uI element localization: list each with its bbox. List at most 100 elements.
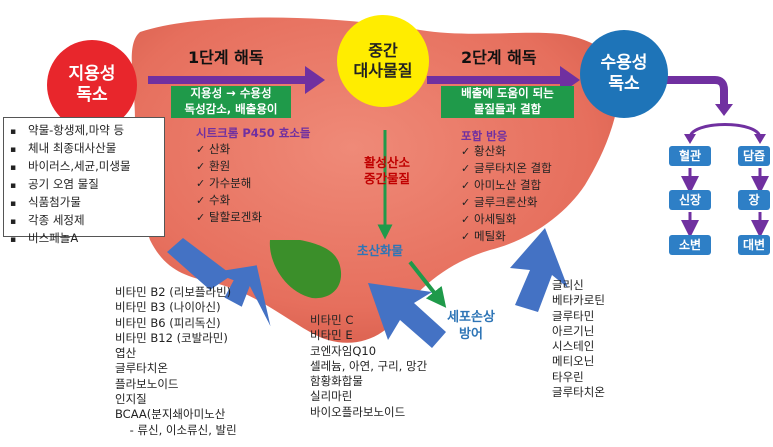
phase1-nutrient-item: BCAA(분지쇄아미노산 <box>115 407 226 422</box>
phase1-reaction-text: 수화 <box>209 193 231 207</box>
phase2-nutrient-item: 시스테인 <box>552 339 595 354</box>
toxin-source-item: ▪ 약물-항생제,마약 등 <box>10 122 131 140</box>
phase1-reaction-item: ✓산화 <box>196 141 262 158</box>
toxin-source-text: 바이러스,세균,미생물 <box>28 159 131 173</box>
excretion-bile: 담즙 <box>738 146 770 166</box>
toxin-source-marker: ▪ <box>10 127 17 137</box>
phase1-reaction-marker: ✓ <box>196 211 206 224</box>
toxin-source-text: 식품첨가물 <box>28 195 81 209</box>
phase2-reaction-text: 아세틸화 <box>474 212 517 226</box>
phase1-reaction-item: ✓환원 <box>196 158 262 175</box>
phase1-nutrient-item: 비타민 B2 (리보플라빈) <box>115 285 232 299</box>
phase1-nutrients-list: 비타민 B2 (리보플라빈)비타민 B3 (나이아신)비타민 B6 (피리독신)… <box>115 285 237 438</box>
antioxidant-nutrient-item: 셀레늄, 아연, 구리, 망간 <box>310 358 428 373</box>
reactive-intermediate-label: 활성산소 중간물질 <box>363 155 410 186</box>
phase2-nutrient-item: 메티오닌 <box>552 354 595 369</box>
phase2-reaction-item: ✓아세틸화 <box>461 211 552 228</box>
phase1-title: 1단계 해독 <box>188 48 264 67</box>
toxin-source-text: 체내 최종대사산물 <box>28 141 117 155</box>
excretion-blood-vessel: 혈관 <box>669 146 711 166</box>
phase2-nutrient-item: 글리신 <box>552 278 584 292</box>
water-soluble-toxin-label: 수용성 독소 <box>600 52 648 94</box>
phase1-reaction-marker: ✓ <box>196 177 206 190</box>
phase1-reaction-marker: ✓ <box>196 143 206 156</box>
antioxidant-nutrient-item: 비타민 C <box>310 313 354 327</box>
toxin-source-marker: ▪ <box>10 163 17 173</box>
toxin-sources-box: ▪ 약물-항생제,마약 등 ▪ 체내 최종대사산물 ▪ 바이러스,세균,미생물 ▪ 공기 오염… <box>3 117 165 245</box>
antioxidant-nutrient-item: 함황화합물 <box>310 374 363 389</box>
cell-damage-defense-label: 세포손상 방어 <box>447 310 495 342</box>
phase1-reaction-item: ✓탈할로겐화 <box>196 209 262 226</box>
phase1-reactions-list: ✓산화✓환원✓가수분해✓수화✓탈할로겐화 <box>196 141 262 226</box>
toxin-source-marker: ▪ <box>10 217 17 227</box>
fat-soluble-toxin-label: 지용성 독소 <box>68 63 116 105</box>
intermediate-metabolite-node: 중간 대사물질 <box>337 15 429 107</box>
phase2-title: 2단계 해독 <box>461 48 537 67</box>
fat-soluble-toxin-node: 지용성 독소 <box>47 40 137 130</box>
arrow-phase1 <box>148 66 325 94</box>
toxin-source-text: 각종 세정제 <box>28 213 85 227</box>
arrow-to-excretion <box>662 76 728 106</box>
water-soluble-toxin-node: 수용성 독소 <box>580 30 668 118</box>
phase2-nutrient-item: 글루타민 <box>552 308 595 323</box>
phase2-reaction-text: 아미노산 결합 <box>474 178 542 192</box>
toxin-source-marker: ▪ <box>10 235 17 245</box>
toxin-source-item: ▪ 공기 오염 물질 <box>10 176 131 194</box>
excretion-kidney: 신장 <box>669 190 711 210</box>
phase2-reaction-marker: ✓ <box>461 196 471 209</box>
toxin-source-item: ▪ 각종 세정제 <box>10 212 131 230</box>
phase1-box: 지용성 → 수용성 독성감소, 배출용이 <box>171 86 291 118</box>
intermediate-metabolite-label: 중간 대사물질 <box>353 41 413 80</box>
phase2-box: 배출에 도움이 되는 물질들과 결합 <box>441 86 574 118</box>
phase1-nutrient-item: 비타민 B12 (코발라민) <box>115 330 228 345</box>
phase2-reaction-text: 글루크론산화 <box>474 195 538 209</box>
phase2-reaction-item: ✓글루타치온 결합 <box>461 160 552 177</box>
antioxidant-nutrient-item: 바이오플라보노이드 <box>310 404 406 419</box>
phase2-reaction-text: 황산화 <box>474 144 506 158</box>
phase2-reaction-text: 글루타치온 결합 <box>474 161 552 175</box>
phase1-reaction-marker: ✓ <box>196 160 206 173</box>
toxin-source-text: 약물-항생제,마약 등 <box>28 123 125 137</box>
phase1-reaction-item: ✓수화 <box>196 192 262 209</box>
phase1-nutrient-item: 비타민 B6 (피리독신) <box>115 315 221 330</box>
antioxidant-nutrient-item: 실리마린 <box>310 389 353 404</box>
arrow-phase2 <box>427 66 580 94</box>
phase1-reaction-text: 환원 <box>209 159 231 173</box>
phase1-nutrient-item: 비타민 B3 (나이아신) <box>115 300 221 315</box>
antioxidant-nutrient-item: 코엔자임Q10 <box>310 343 377 358</box>
superoxide-label: 초산화물 <box>357 243 404 258</box>
phase2-nutrient-item: 베타카로틴 <box>552 293 605 308</box>
phase1-nutrient-item: 글루타치온 <box>115 361 168 376</box>
phase2-reaction-marker: ✓ <box>461 162 471 175</box>
toxin-source-marker: ▪ <box>10 181 17 191</box>
phase1-reaction-item: ✓가수분해 <box>196 175 262 192</box>
excretion-urine: 소변 <box>669 235 711 255</box>
blue-arrow-left-shaft <box>167 238 232 290</box>
phase1-reaction-text: 산화 <box>209 142 231 156</box>
phase2-conjugation-title: 포합 반응 <box>461 129 508 143</box>
toxin-source-item: ▪ 식품첨가물 <box>10 194 131 212</box>
toxin-source-marker: ▪ <box>10 145 17 155</box>
arrow-to-defense <box>408 260 447 308</box>
phase1-enzymes-title: 시트크롬 P450 효소들 <box>196 126 311 140</box>
phase2-reaction-item: ✓메틸화 <box>461 228 552 245</box>
blue-arrow-right <box>510 228 568 312</box>
toxin-source-text: 공기 오염 물질 <box>28 177 99 191</box>
phase2-reaction-item: ✓아미노산 결합 <box>461 177 552 194</box>
toxin-source-item: ▪ 체내 최종대사산물 <box>10 140 131 158</box>
phase2-nutrient-item: 타우린 <box>552 369 584 384</box>
excretion-intestine: 장 <box>738 190 770 210</box>
phase2-reactions-list: ✓황산화✓글루타치온 결합✓아미노산 결합✓글루크론산화✓아세틸화✓메틸화 <box>461 143 552 245</box>
phase1-reaction-text: 탈할로겐화 <box>209 210 262 224</box>
phase1-reaction-marker: ✓ <box>196 194 206 207</box>
blue-arrow-center <box>368 283 446 348</box>
phase2-reaction-item: ✓글루크론산화 <box>461 194 552 211</box>
toxin-source-marker: ▪ <box>10 199 17 209</box>
phase2-reaction-item: ✓황산화 <box>461 143 552 160</box>
phase2-reaction-text: 메틸화 <box>474 229 506 243</box>
excretion-arrows <box>681 168 769 238</box>
phase1-nutrient-item: 인지질 <box>115 392 147 407</box>
phase2-nutrient-item: 글루타치온 <box>552 385 605 400</box>
